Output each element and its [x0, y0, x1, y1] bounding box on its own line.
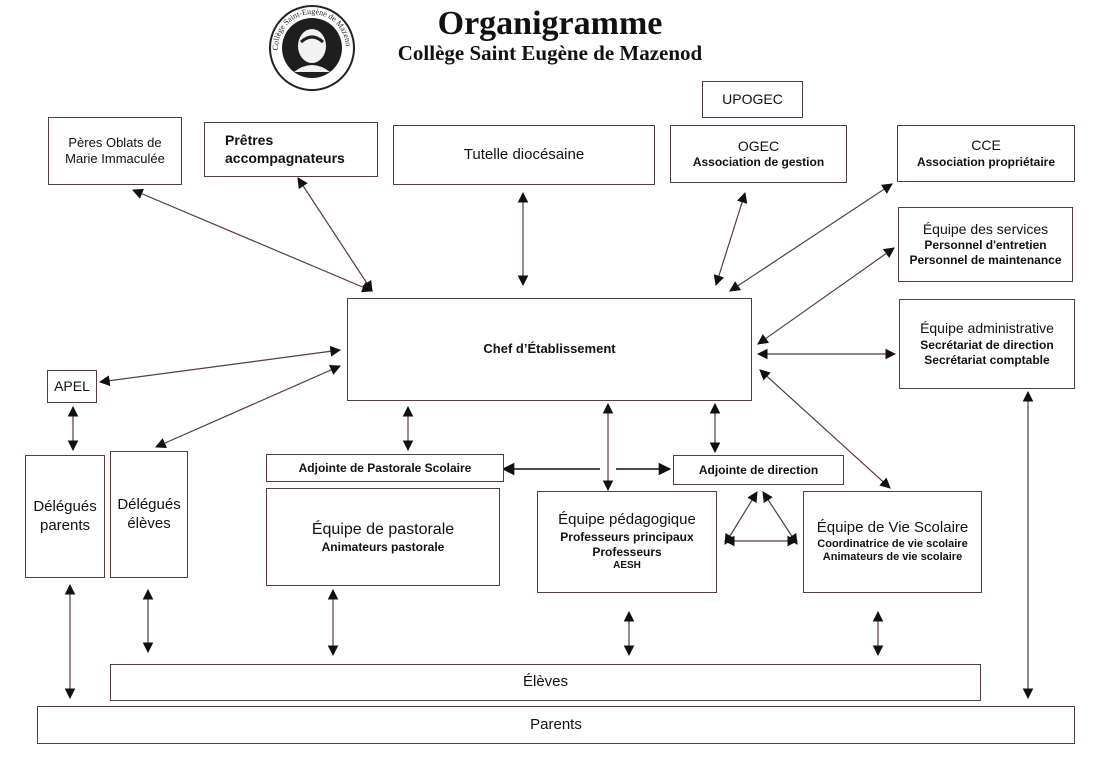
- arrow-ogec-chef: [713, 191, 748, 287]
- equipe-pedagogique-line-3: AESH: [613, 560, 641, 572]
- equipe-services-box: Équipe des services Personnel d'entretie…: [898, 207, 1073, 282]
- apel-label: APEL: [54, 377, 90, 394]
- equipe-vie-scolaire-box: Équipe de Vie Scolaire Coordinatrice de …: [803, 491, 982, 593]
- equipe-administrative-line-1: Secrétariat de direction: [920, 337, 1054, 352]
- delegues-eleves-label: Délégués élèves: [117, 495, 181, 532]
- equipe-pedagogique-title: Équipe pédagogique: [558, 511, 696, 529]
- adjointe-pastorale-label: Adjointe de Pastorale Scolaire: [298, 460, 472, 475]
- tutelle-box: Tutelle diocésaine: [393, 125, 655, 185]
- equipe-pedagogique-line-2: Professeurs: [592, 545, 662, 560]
- cce-title: CCE: [971, 137, 1001, 154]
- peres-oblats-box: Pères Oblats de Marie Immaculée: [48, 117, 182, 185]
- pretres-label: Prêtres accompagnateurs: [225, 132, 345, 166]
- equipe-vie-scolaire-line-1: Coordinatrice de vie scolaire: [817, 537, 968, 550]
- page-title-block: Organigramme Collège Saint Eugène de Maz…: [330, 5, 770, 65]
- page-subtitle: Collège Saint Eugène de Mazenod: [397, 41, 703, 65]
- equipe-administrative-box: Équipe administrative Secrétariat de dir…: [899, 299, 1075, 389]
- adjointe-direction-box: Adjointe de direction: [673, 455, 844, 485]
- pretres-box: Prêtres accompagnateurs: [204, 122, 378, 177]
- equipe-pedagogique-box: Équipe pédagogique Professeurs principau…: [537, 491, 717, 593]
- equipe-vie-scolaire-line-2: Animateurs de vie scolaire: [822, 551, 963, 564]
- equipe-vie-scolaire-title: Équipe de Vie Scolaire: [816, 518, 969, 536]
- arrow-services-chef: [757, 247, 895, 345]
- upogec-label: UPOGEC: [722, 90, 783, 107]
- arrow-direction-vie-scolaire: [762, 491, 798, 545]
- equipe-services-title: Équipe des services: [922, 220, 1049, 237]
- ogec-box: OGEC Association de gestion: [670, 125, 847, 183]
- cce-box: CCE Association propriétaire: [897, 125, 1075, 182]
- upogec-box: UPOGEC: [702, 81, 803, 118]
- tutelle-label: Tutelle diocésaine: [463, 145, 585, 163]
- delegues-eleves-box: Délégués élèves: [110, 451, 188, 578]
- college-logo: Collège Saint-Eugène de Mazenod: [266, 0, 356, 92]
- arrow-pretres-chef: [297, 177, 373, 292]
- cce-subtitle: Association propriétaire: [916, 154, 1056, 169]
- peres-oblats-label: Pères Oblats de Marie Immaculée: [65, 134, 165, 166]
- arrow-chef-vie-scolaire: [759, 369, 891, 489]
- eleves-box: Élèves: [110, 664, 981, 701]
- adjointe-pastorale-box: Adjointe de Pastorale Scolaire: [266, 454, 504, 482]
- equipe-services-line-1: Personnel d'entretien: [924, 238, 1047, 253]
- equipe-services-line-2: Personnel de maintenance: [909, 253, 1062, 268]
- apel-box: APEL: [47, 370, 97, 403]
- ogec-subtitle: Association de gestion: [692, 155, 825, 170]
- equipe-pastorale-box: Équipe de pastorale Animateurs pastorale: [266, 488, 500, 586]
- equipe-pedagogique-line-1: Professeurs principaux: [560, 530, 694, 545]
- delegues-parents-label: Délégués parents: [33, 497, 97, 534]
- equipe-administrative-title: Équipe administrative: [920, 320, 1054, 337]
- equipe-pastorale-subtitle: Animateurs pastorale: [321, 539, 445, 554]
- delegues-parents-box: Délégués parents: [25, 455, 105, 578]
- chef-etablissement-label: Chef d’Établissement: [483, 341, 616, 357]
- arrow-delegues-eleves-chef: [155, 364, 341, 449]
- parents-box: Parents: [37, 706, 1075, 744]
- chef-etablissement-box: Chef d’Établissement: [347, 298, 752, 401]
- parents-label: Parents: [530, 715, 582, 733]
- adjointe-direction-label: Adjointe de direction: [698, 462, 819, 477]
- arrow-oblats-chef: [132, 188, 373, 293]
- equipe-administrative-line-2: Secrétariat comptable: [924, 352, 1050, 367]
- page-title: Organigramme: [437, 5, 663, 42]
- ogec-title: OGEC: [737, 137, 780, 154]
- eleves-label: Élèves: [522, 673, 569, 691]
- equipe-pastorale-title: Équipe de pastorale: [311, 520, 455, 538]
- arrow-direction-pedagogique: [724, 491, 758, 545]
- arrow-cce-chef: [729, 183, 893, 292]
- arrow-apel-chef: [98, 345, 342, 387]
